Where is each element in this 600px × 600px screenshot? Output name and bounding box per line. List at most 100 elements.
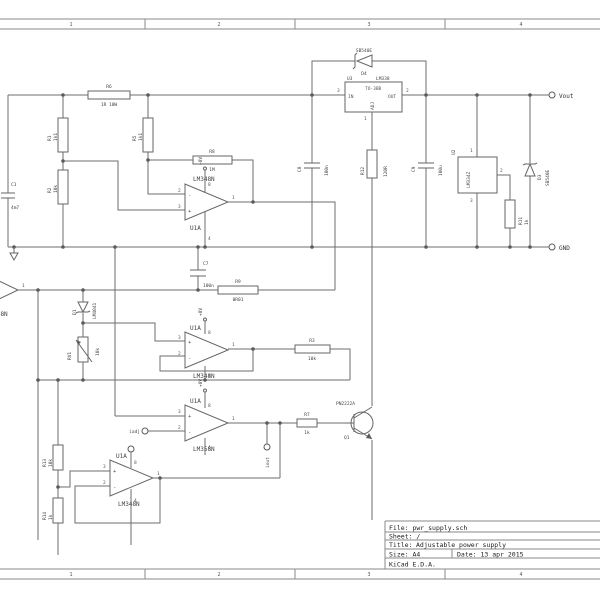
r12-value: 120R (383, 166, 389, 177)
u3-adj-label: ADJ (370, 102, 376, 110)
u3-out-label: OUT (388, 94, 396, 100)
titleblock-date: Date: 13 apr 2015 (457, 551, 524, 559)
resistor-r5[interactable]: R5 1k1 (132, 117, 154, 153)
opamp4-plus: + (113, 469, 117, 475)
iadj-label: iadj (129, 429, 140, 435)
u2-pin2: 2 (500, 168, 503, 174)
opamp1-pin3: 3 (178, 204, 181, 210)
r11-ref: R11 (518, 217, 524, 225)
opamp3-ref: U1A (190, 398, 201, 405)
opamp4-vplus-terminal[interactable] (127, 445, 135, 453)
opamp3-vplus-label: +8V (198, 379, 204, 387)
opamp-u1a-left[interactable]: LM348N 1 (0, 272, 25, 318)
opamp-u1a-2[interactable]: U1A LM348N + - 3 2 1 8 4 +8V (178, 308, 235, 380)
capacitor-c8[interactable]: C8 100n (297, 162, 330, 176)
r7-ref: R7 (304, 412, 310, 418)
r1-ref: R1 (47, 135, 53, 141)
trimmer-rv1[interactable]: RV1 10k (67, 336, 101, 363)
r8-ref: R8 (209, 149, 215, 155)
r7-value: 1k (304, 430, 310, 436)
frame-col-label: 4 (519, 22, 522, 28)
opamp1-pin2: 2 (178, 188, 181, 194)
r2-value: 10k (53, 185, 59, 193)
opamp4-pin2: 2 (103, 480, 106, 486)
r3-ref: R3 (309, 338, 315, 344)
d4-value: SB540E (356, 48, 373, 54)
opamp2-pin1: 1 (232, 342, 235, 348)
resistor-r1[interactable]: R1 1k1 (47, 117, 69, 153)
transistor-q1[interactable]: PN2222A Q1 (336, 401, 374, 441)
opamp3-value: LM358N (193, 446, 215, 453)
diode-d1[interactable]: D1 LM4041 (72, 301, 98, 319)
regulator-u3[interactable]: U3 LM338 TO-3BB IN OUT ADJ 3 2 1 (337, 76, 409, 122)
resistor-r9[interactable]: R9 0R01 (217, 279, 259, 303)
opamp4-value: LM348N (118, 501, 140, 508)
u3-value: LM338 (376, 76, 390, 82)
title-block: File: pwr_supply.sch Sheet: / Title: Adj… (384, 520, 600, 569)
opamp4-pin1: 1 (157, 471, 160, 477)
resistor-r13[interactable]: R13 10k (42, 444, 64, 471)
opamp-u1a-4[interactable]: U1A LM348N + - 3 2 1 8 4 (103, 445, 160, 508)
r6-ref: R6 (106, 84, 112, 90)
c7-value: 100n (203, 283, 214, 289)
opamp-u1a-3[interactable]: U1A LM358N + - 3 2 1 8 4 +8V (178, 379, 235, 453)
u2-pin1: 1 (470, 148, 473, 154)
opamp2-minus: - (188, 356, 191, 362)
iout-label: iout (265, 457, 271, 468)
opamp-u1a-1[interactable]: LM348N U1A - + 2 3 1 8 4 +8V (178, 157, 235, 242)
d3-value: SB540E (545, 169, 551, 186)
opamp1-minus: - (188, 193, 191, 199)
diode-d3[interactable]: D3 SB540E (522, 162, 551, 186)
opamp2-plus: + (188, 340, 192, 346)
current-source-u2[interactable]: U2 LM334Z 1 2 3 (451, 148, 503, 204)
r8-value: 1M (209, 167, 215, 173)
c1-ref: C1 (11, 182, 17, 188)
terminal-iout[interactable]: iout (263, 443, 271, 468)
u3-ref: U3 (347, 76, 353, 82)
vout-label: Vout (559, 93, 574, 100)
d1-value: LM4041 (92, 302, 98, 319)
resistor-r7[interactable]: R7 1k (296, 412, 318, 436)
c7-ref: C7 (203, 261, 209, 267)
resistor-r6[interactable]: R6 1R 10W (87, 84, 131, 108)
resistor-r8[interactable]: R8 1M (192, 149, 233, 173)
frame-col-label: 2 (217, 22, 220, 28)
u2-ref: U2 (451, 149, 457, 155)
opamp3-pin8: 8 (208, 403, 211, 409)
gnd-label: GND (559, 245, 570, 252)
u3-pin2: 2 (406, 88, 409, 94)
terminal-iadj[interactable]: iadj (129, 427, 149, 435)
opamp2-pin8: 8 (208, 330, 211, 336)
opamp-left-value: LM348N (0, 311, 8, 318)
opamp1-pin1: 1 (232, 195, 235, 201)
resistor-r2[interactable]: R2 10k (47, 169, 69, 205)
rv1-ref: RV1 (67, 352, 73, 360)
c9-ref: C9 (411, 166, 417, 172)
r6-value: 1R 10W (101, 102, 118, 108)
resistor-r11[interactable]: R11 1k (504, 199, 530, 229)
d3-ref: D3 (537, 174, 543, 180)
diode-d4[interactable]: SB540E D4 (352, 48, 373, 77)
u2-value: LM334Z (466, 171, 472, 188)
capacitor-c9[interactable]: C9 100u (411, 162, 444, 176)
wires[interactable] (7, 60, 549, 555)
opamp4-minus: - (113, 485, 116, 491)
frame-col-label: 1 (69, 22, 72, 28)
titleblock-org: KiCad E.D.A. (389, 561, 436, 569)
resistor-r3[interactable]: R3 10k (294, 338, 331, 362)
opamp3-plus: + (188, 414, 192, 420)
u3-pkg: TO-3BB (365, 86, 382, 92)
capacitor-c7[interactable]: C7 100n (190, 261, 214, 289)
d4-ref: D4 (361, 71, 367, 77)
q1-value: PN2222A (336, 401, 355, 407)
resistor-r12[interactable]: R12 120R (360, 149, 389, 179)
capacitor-c1[interactable]: C1 4m7 (1, 182, 19, 211)
frame-col-label: 2 (217, 572, 220, 578)
opamp2-value: LM348N (193, 373, 215, 380)
terminal-vout[interactable]: Vout (548, 91, 574, 100)
terminal-gnd[interactable]: GND (548, 243, 570, 252)
opamp4-pin8: 8 (134, 460, 137, 466)
opamp2-ref: U1A (190, 325, 201, 332)
resistor-r14[interactable]: R14 1k (42, 497, 64, 524)
